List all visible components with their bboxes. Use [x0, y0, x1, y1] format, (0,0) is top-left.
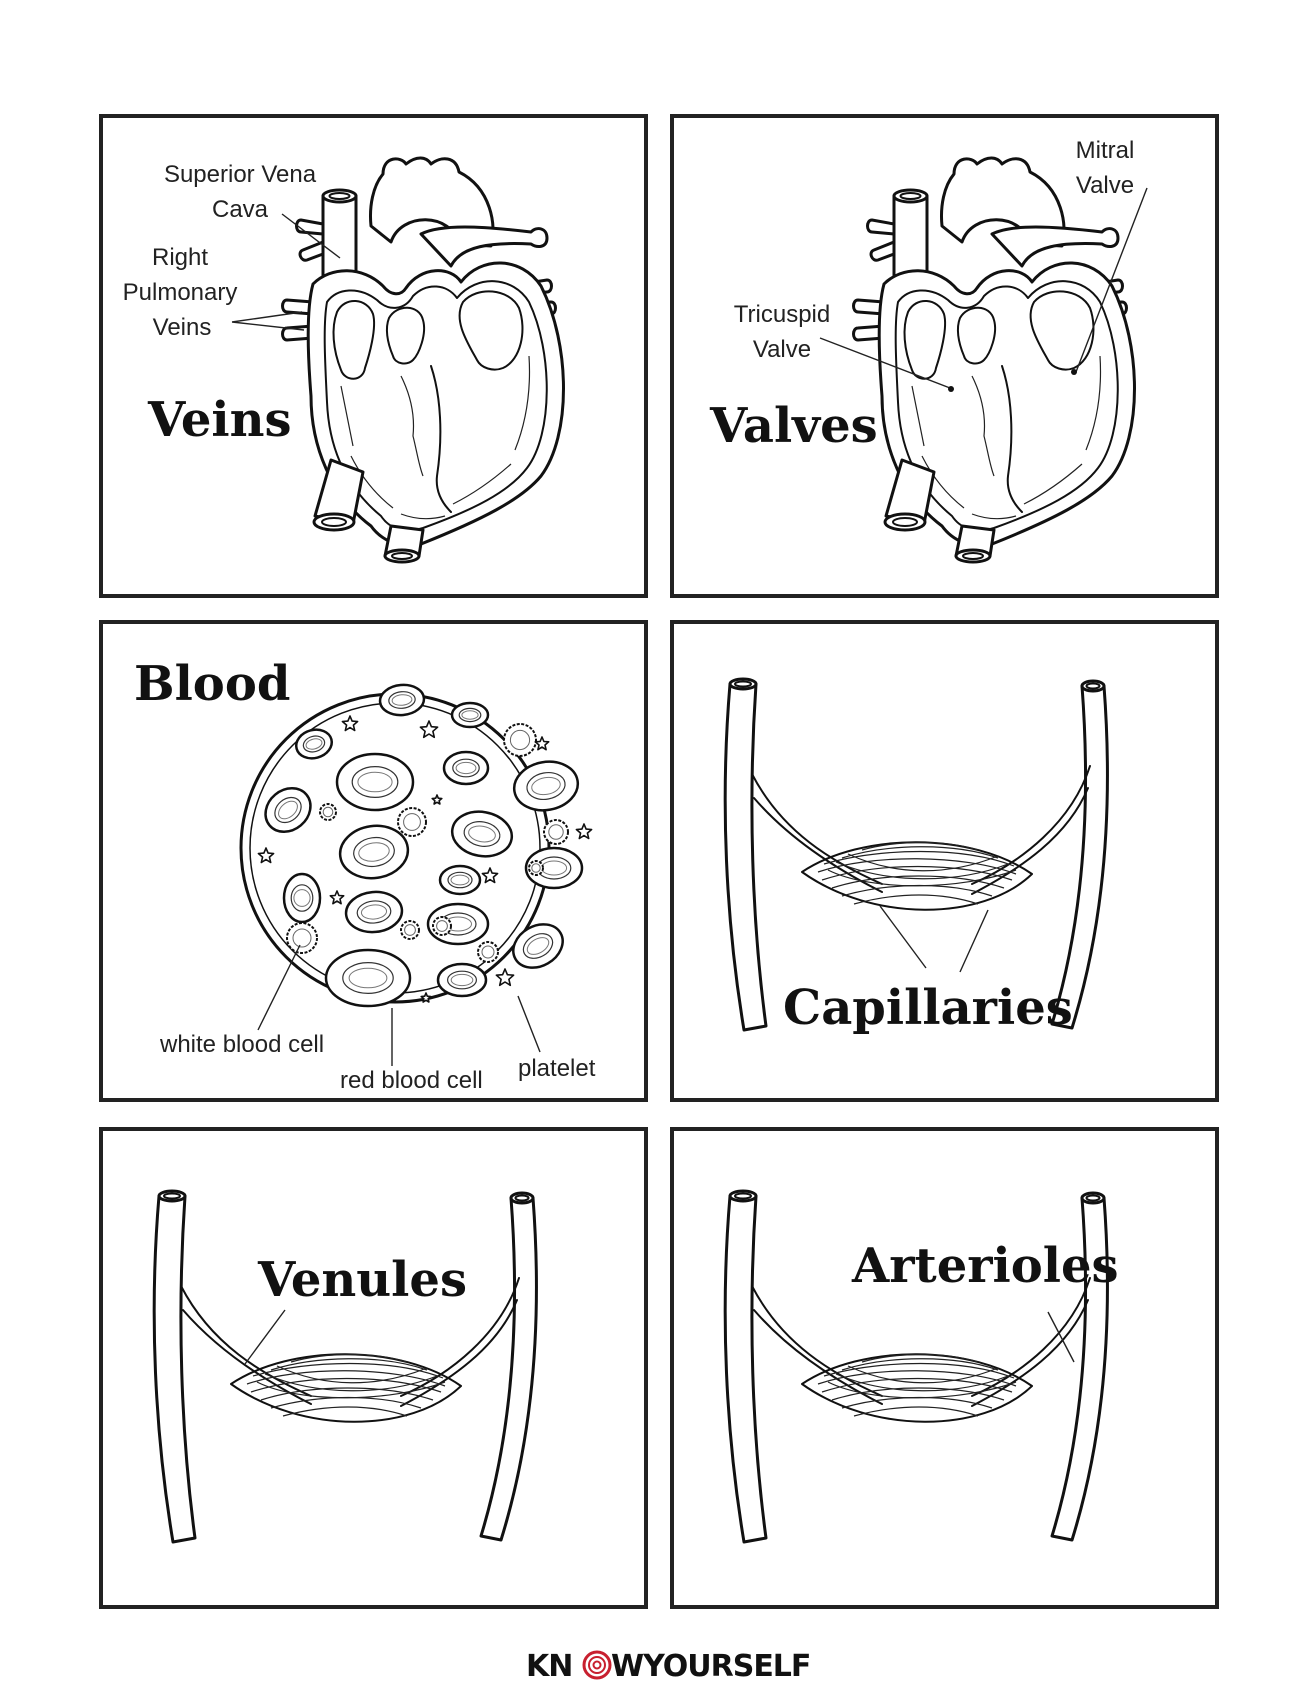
- white-blood-cell: [477, 941, 499, 963]
- logo-text-left: KN: [526, 1649, 572, 1684]
- heart-diagram-icon: [281, 156, 565, 564]
- card-arterioles: Arterioles: [670, 1127, 1219, 1609]
- red-blood-cell: [450, 701, 490, 729]
- pointer-venules: [244, 1309, 286, 1365]
- red-blood-cell: [442, 750, 490, 786]
- white-blood-cell: [432, 916, 452, 936]
- label-platelet: platelet: [518, 1055, 596, 1082]
- blood-cells: [257, 683, 593, 1008]
- platelet-shape: [431, 794, 443, 805]
- card-blood-title: Blood: [134, 656, 290, 712]
- card-arterioles-frame: [670, 1127, 1219, 1609]
- white-blood-cell: [503, 723, 537, 757]
- platelet-shape: [481, 867, 499, 884]
- card-valves-title: Valves: [709, 398, 878, 454]
- pointer-svc: [281, 213, 341, 259]
- pointer-rpv: [231, 311, 305, 331]
- label-tricuspid-line1: Tricuspid: [734, 301, 830, 328]
- red-blood-cell: [335, 752, 415, 812]
- card-venules: Venules: [99, 1127, 648, 1609]
- pointer-tricuspid: [819, 337, 951, 389]
- platelet-shape: [341, 715, 359, 732]
- white-blood-cell: [400, 920, 420, 940]
- platelet-shape: [534, 736, 550, 751]
- red-blood-cell: [282, 872, 322, 924]
- label-rbc: red blood cell: [340, 1067, 483, 1094]
- card-valves-frame: [670, 114, 1219, 598]
- card-blood: Blood white blood cell red blood cell pl…: [99, 620, 648, 1102]
- platelet-shape: [329, 890, 345, 905]
- white-blood-cell: [397, 807, 427, 837]
- pointer-mitral: [1075, 187, 1148, 373]
- heart-diagram-icon: [852, 156, 1136, 564]
- platelet-shape: [420, 992, 432, 1003]
- label-mitral-line2: Valve: [1076, 172, 1134, 199]
- mitral-valve-dot: [1071, 369, 1077, 375]
- pointer-platelet: [517, 995, 541, 1053]
- red-blood-cell: [438, 864, 482, 896]
- red-blood-cell: [512, 760, 580, 812]
- label-rpv-line3: Veins: [153, 314, 212, 341]
- logo-text-right: WYOURSELF: [611, 1649, 810, 1684]
- platelet-shape: [257, 847, 275, 864]
- vessel-network-icon: [152, 1189, 538, 1544]
- pointer-capillaries: [879, 905, 989, 973]
- card-venules-title: Venules: [257, 1252, 467, 1308]
- pointer-arterioles: [1047, 1311, 1075, 1363]
- card-arterioles-title: Arterioles: [851, 1238, 1119, 1294]
- red-blood-cell: [264, 787, 312, 833]
- red-blood-cell: [338, 824, 410, 880]
- white-blood-cell: [528, 860, 544, 876]
- platelet-shape: [495, 968, 515, 987]
- label-wbc: white blood cell: [159, 1031, 324, 1058]
- white-blood-cell: [319, 803, 337, 821]
- vessel-network-icon: [723, 677, 1109, 1032]
- label-tricuspid-line2: Valve: [753, 336, 811, 363]
- label-rpv-line1: Right: [152, 244, 208, 271]
- label-rpv-line2: Pulmonary: [123, 279, 238, 306]
- label-svc-line2: Cava: [212, 196, 269, 223]
- card-veins-frame: [99, 114, 648, 598]
- red-blood-cell: [512, 923, 564, 969]
- card-veins: Superior Vena Cava Right Pulmonary Veins…: [99, 114, 648, 598]
- red-blood-cell: [344, 890, 404, 934]
- card-capillaries-frame: [670, 620, 1219, 1102]
- platelet-shape: [575, 823, 593, 840]
- label-mitral-line1: Mitral: [1076, 137, 1135, 164]
- tricuspid-valve-dot: [948, 386, 954, 392]
- card-venules-frame: [99, 1127, 648, 1609]
- red-blood-cell: [436, 962, 488, 998]
- card-valves: Mitral Valve Tricuspid Valve Valves: [670, 114, 1219, 598]
- red-blood-cell: [524, 846, 584, 890]
- red-blood-cell: [378, 683, 426, 717]
- fingerprint-icon: [582, 1650, 612, 1680]
- pointer-wbc: [257, 944, 301, 1031]
- red-blood-cell: [324, 948, 412, 1008]
- white-blood-cell: [286, 922, 318, 954]
- red-blood-cell: [294, 728, 334, 760]
- card-blood-frame: [99, 620, 648, 1102]
- footer-logo: KN WYOURSELF: [526, 1649, 811, 1684]
- platelet-shape: [419, 720, 439, 739]
- label-svc-line1: Superior Vena: [164, 161, 317, 188]
- card-capillaries-title: Capillaries: [783, 980, 1073, 1036]
- white-blood-cell: [543, 819, 569, 845]
- red-blood-cell: [450, 810, 514, 858]
- card-capillaries: Capillaries: [670, 620, 1219, 1102]
- card-veins-title: Veins: [147, 392, 292, 448]
